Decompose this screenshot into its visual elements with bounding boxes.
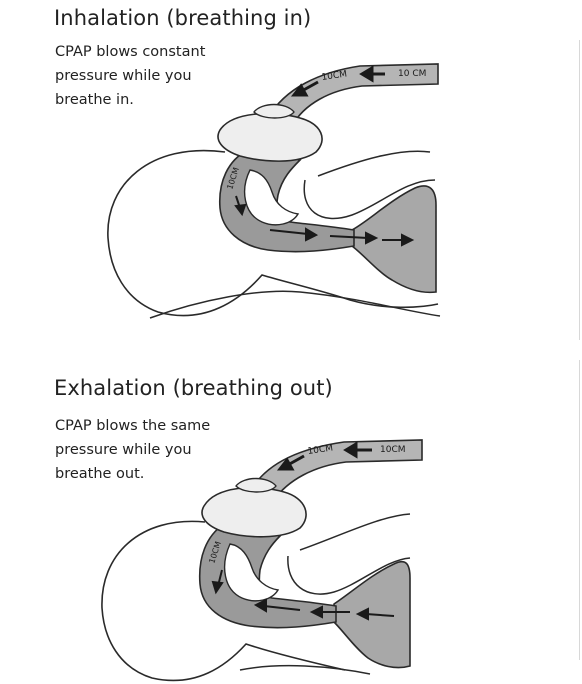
caption-line: pressure while you bbox=[55, 442, 192, 458]
throat-outline bbox=[299, 513, 411, 551]
chin-outline bbox=[287, 555, 411, 595]
hose-arrows bbox=[276, 441, 372, 471]
caption-line: CPAP blows constant bbox=[55, 44, 206, 60]
cpap-hose bbox=[248, 439, 423, 501]
hose-arrows bbox=[290, 65, 385, 97]
caption-line: breathe out. bbox=[55, 466, 145, 482]
cpap-mask bbox=[217, 112, 323, 162]
airway-arrows bbox=[211, 569, 395, 621]
cpap-hose bbox=[266, 63, 439, 127]
chin-outline bbox=[303, 179, 436, 220]
throat-outline bbox=[317, 150, 431, 177]
hose-label-near: 10CM bbox=[307, 444, 334, 457]
inhalation-caption: CPAP blows constant pressure while you b… bbox=[55, 40, 265, 112]
exhalation-illustration: 10CM 10CM 10CM bbox=[101, 439, 423, 682]
tongue bbox=[223, 543, 280, 602]
page-edge-divider bbox=[579, 40, 580, 340]
mask-strap bbox=[235, 477, 277, 493]
page-edge-divider bbox=[579, 360, 580, 660]
neck-outline bbox=[149, 290, 441, 319]
caption-line: breathe in. bbox=[55, 92, 134, 108]
inhalation-illustration: 10CM 10 CM 10CM bbox=[107, 63, 441, 319]
hose-label-near: 10CM bbox=[321, 70, 348, 83]
hose-label-far: 10 CM bbox=[398, 69, 426, 79]
exhalation-caption: CPAP blows the same pressure while you b… bbox=[55, 414, 265, 486]
head-outline bbox=[101, 520, 346, 682]
exhalation-title: Exhalation (breathing out) bbox=[54, 376, 333, 400]
airway-arrows bbox=[234, 195, 415, 247]
mask-strap bbox=[253, 103, 295, 119]
head-outline bbox=[107, 149, 439, 317]
inhalation-title: Inhalation (breathing in) bbox=[54, 6, 312, 30]
caption-line: pressure while you bbox=[55, 68, 192, 84]
hose-label-far: 10CM bbox=[380, 445, 406, 455]
caption-line: CPAP blows the same bbox=[55, 418, 211, 434]
tongue bbox=[243, 169, 300, 226]
inhalation-panel: 10CM 10 CM 10CM Inhalation (breathing in… bbox=[0, 0, 582, 340]
cpap-mask bbox=[201, 486, 307, 538]
neck-outline bbox=[239, 664, 371, 675]
exhalation-panel: 10CM 10CM 10CM Exhalation (breathing out… bbox=[0, 340, 582, 684]
